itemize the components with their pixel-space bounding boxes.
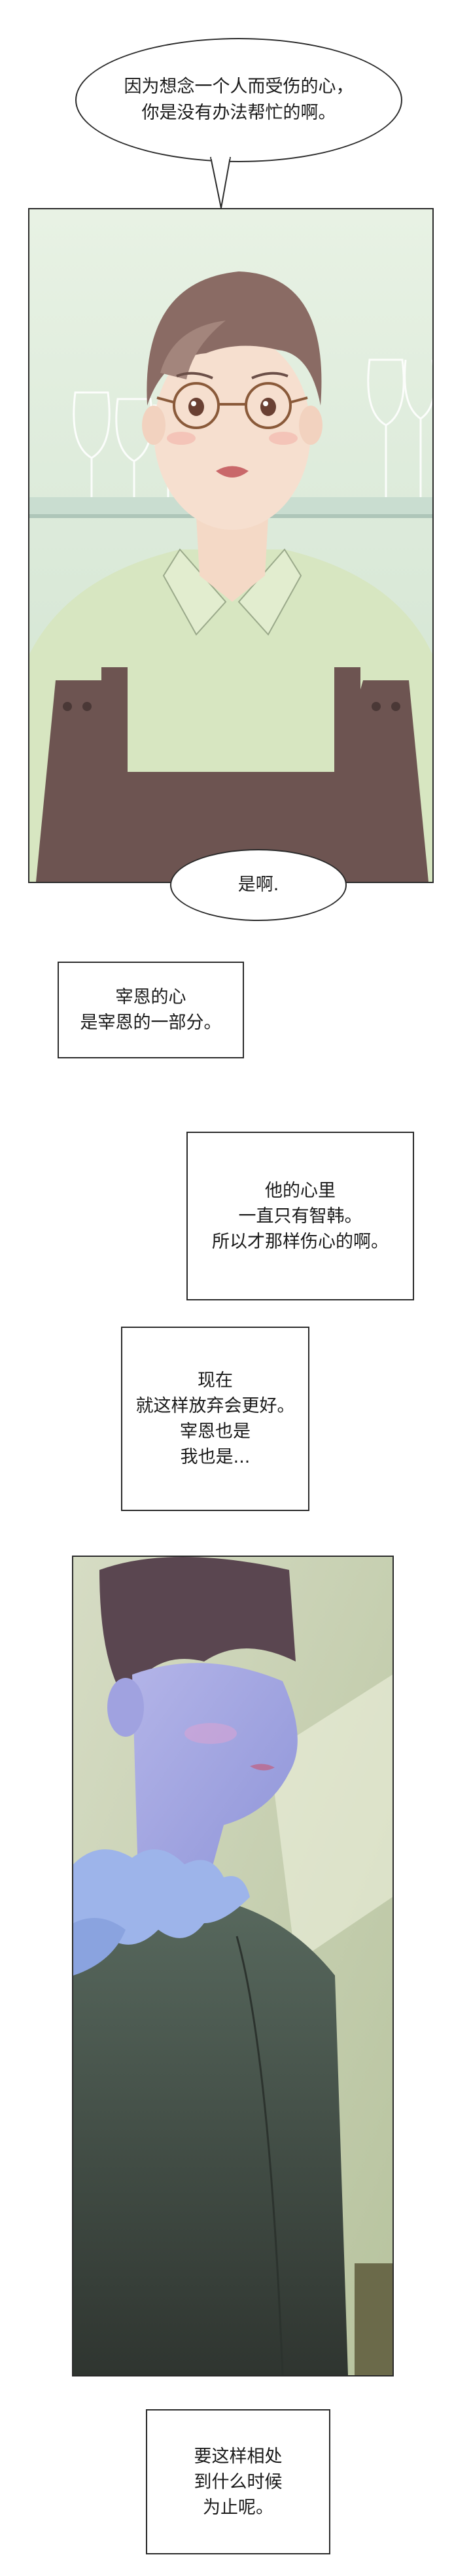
speech-bubble-top-text: 因为想念一个人而受伤的心， 你是没有办法帮忙的啊。 [124,77,354,123]
caption-box-1: 宰恩的心 是宰恩的一部分。 [58,962,244,1058]
panel-coat-character-art [73,1557,392,2375]
caption-box-2-text: 他的心里 一直只有智韩。 所以才那样伤心的啊。 [212,1180,389,1252]
caption-box-3-text: 现在 就这样放弃会更好。 宰恩也是 我也是... [135,1370,295,1467]
caption-box-4-text: 要这样相处 到什么时候 为止呢。 [194,2446,283,2518]
panel-barista [28,208,434,883]
speech-bubble-top: 因为想念一个人而受伤的心， 你是没有办法帮忙的啊。 [75,38,402,162]
speech-bubble-top-tail [210,156,231,209]
speech-bubble-short: 是啊. [170,849,347,921]
caption-box-3: 现在 就这样放弃会更好。 宰恩也是 我也是... [121,1327,309,1511]
caption-box-2: 他的心里 一直只有智韩。 所以才那样伤心的啊。 [186,1132,414,1300]
caption-box-4: 要这样相处 到什么时候 为止呢。 [146,2409,330,2554]
speech-bubble-short-text: 是啊. [237,875,279,895]
panel-coat-character [72,1556,394,2376]
caption-box-1-text: 宰恩的心 是宰恩的一部分。 [80,987,222,1033]
panel-barista-art [29,209,432,882]
